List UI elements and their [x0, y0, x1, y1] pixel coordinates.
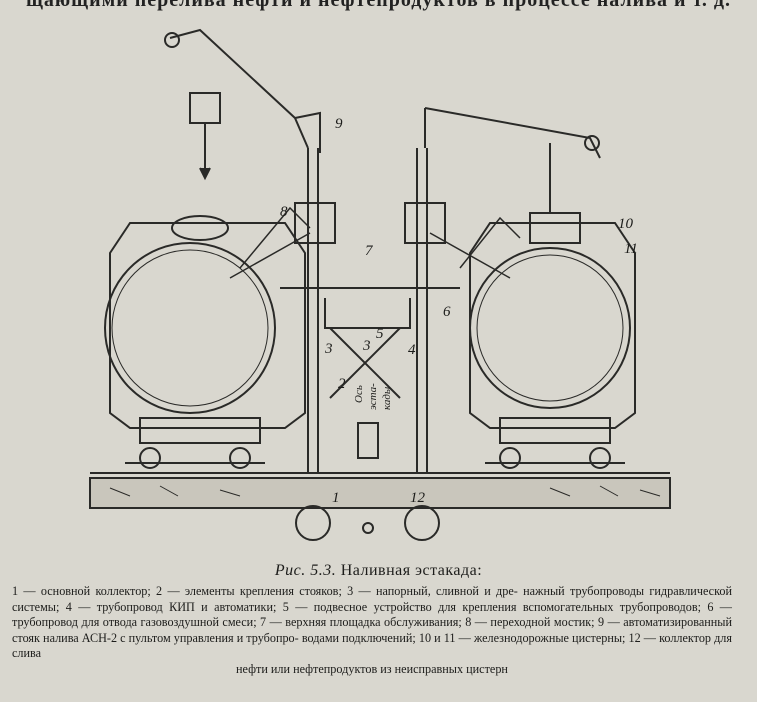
loading-arm-left — [164, 28, 321, 181]
callout-5: 5 — [376, 326, 384, 342]
legend-line-5: мостик; 9 — автоматизированный стояк нал… — [12, 615, 732, 645]
callout-2: 2 — [338, 376, 346, 392]
callout-1: 1 — [332, 490, 340, 506]
legend-line-1: 1 — основной коллектор; 2 — элементы кре… — [12, 584, 518, 598]
trestle-columns — [229, 148, 521, 473]
figure-caption-title: Рис. 5.3. Наливная эстакада: — [0, 562, 757, 580]
tank-right — [469, 212, 636, 469]
legend-line-6: водами подключений; 10 и 11 — железнодор… — [12, 630, 732, 661]
legend-line-2: нажный трубопроводы гидравлической систе… — [12, 584, 732, 614]
callout-6: 6 — [443, 304, 451, 320]
callout-4: 4 — [408, 342, 416, 358]
callout-9: 9 — [335, 116, 343, 132]
legend-line-3: подвесное устройство для крепления вспом… — [12, 599, 732, 630]
loading-rack-drawing: 1 2 3 3 4 5 6 7 8 9 10 11 12 Ось эста- к… — [80, 18, 680, 548]
tank-left — [104, 215, 306, 469]
callout-3b: 3 — [362, 338, 371, 354]
legend-line-7: нефти или нефтепродуктов из неисправных … — [236, 661, 508, 676]
drawing-svg: 1 2 3 3 4 5 6 7 8 9 10 11 12 Ось эста- к… — [89, 28, 671, 541]
callout-11: 11 — [624, 241, 638, 257]
figure-title: Наливная эстакада: — [340, 562, 483, 579]
figure-legend: 1 — основной коллектор; 2 — элементы кре… — [12, 584, 732, 677]
legend-line-4: для отвода газовоздушной смеси; 7 — верх… — [81, 615, 551, 629]
header-text-line: щающими перелива нефти и нефтепродуктов … — [26, 0, 731, 11]
callout-10: 10 — [618, 216, 634, 232]
collectors — [295, 422, 440, 541]
callout-8: 8 — [280, 204, 288, 220]
callout-3a: 3 — [324, 341, 333, 357]
axis-label-3: кады — [381, 386, 393, 410]
callout-12: 12 — [410, 490, 426, 506]
axis-label-1: Ось — [353, 385, 365, 403]
figure-number: Рис. 5.3. — [274, 562, 337, 579]
axis-label-2: эста- — [367, 383, 379, 410]
callout-7: 7 — [365, 243, 374, 259]
loading-arm-right — [424, 107, 601, 213]
ground — [89, 472, 671, 509]
